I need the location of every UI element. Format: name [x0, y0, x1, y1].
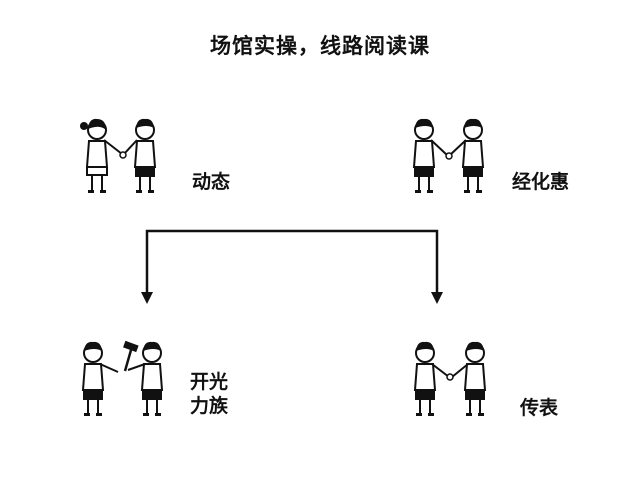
two-children-handshake-icon [413, 117, 484, 194]
node-label-top-left: 动态 [192, 170, 230, 194]
two-children-hammer-icon [82, 340, 163, 417]
node-label-line: 经化惠 [512, 171, 570, 193]
node-label-line: 力族 [190, 395, 229, 417]
node-label-bottom-right: 传表 [520, 396, 558, 420]
diagram-title: 场馆实操，线路阅读课 [210, 34, 430, 58]
node-label-line: 动态 [192, 171, 231, 193]
two-children-handshake-icon [414, 340, 486, 417]
node-label-line: 开光 [190, 371, 229, 393]
two-children-handshake-icon [79, 117, 156, 194]
arrow-head-left [141, 292, 153, 304]
node-label-bottom-left: 开光 力族 [190, 370, 228, 418]
node-label-line: 传表 [520, 397, 559, 419]
arrow-head-right [431, 292, 443, 304]
node-label-top-right: 经化惠 [512, 170, 569, 194]
connector-bracket [141, 229, 443, 304]
